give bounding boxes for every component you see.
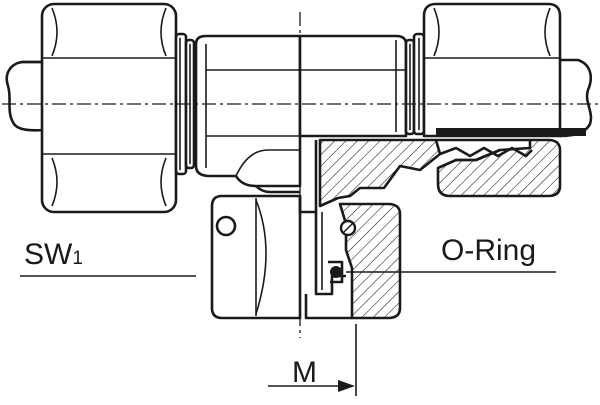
- right-thread-rings: [404, 32, 426, 136]
- wrench-size-label: SW1: [24, 238, 83, 271]
- dimension-arrow-icon: [338, 380, 355, 392]
- center-lines: [2, 12, 598, 338]
- right-tube: [436, 58, 593, 138]
- wrench-size-subscript: 1: [72, 248, 83, 269]
- thread-label: M: [292, 356, 317, 389]
- leader-lines: [20, 271, 556, 277]
- section-cut: [314, 138, 562, 212]
- bottom-swivel-nut: [210, 194, 402, 320]
- right-union-nut: [422, 2, 562, 138]
- o-ring-label: O-Ring: [441, 234, 537, 267]
- left-body-arm: [194, 34, 302, 194]
- right-body-arm: [298, 34, 408, 138]
- thread-dimension: [268, 324, 357, 396]
- left-tube: [5, 60, 45, 132]
- left-union-nut: [40, 2, 196, 214]
